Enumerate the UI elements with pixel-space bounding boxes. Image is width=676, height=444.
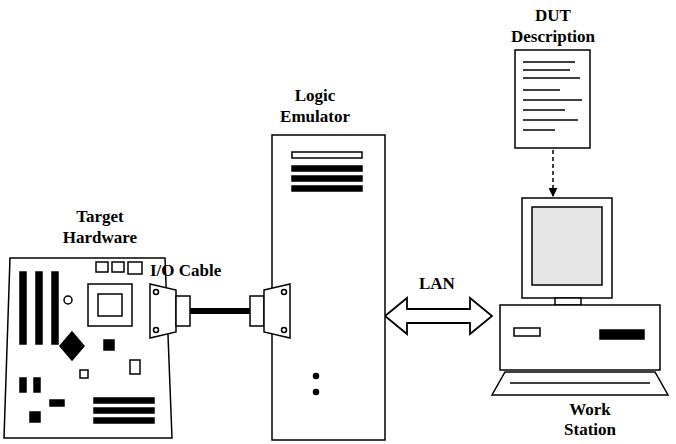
equipment-node: Work Station: [492, 198, 668, 396]
equipment-node: DUT Description: [515, 50, 590, 148]
edge-label: LAN: [419, 274, 455, 294]
cable-plug: [150, 284, 190, 338]
cable-plug: [250, 284, 290, 338]
equipment-node: Target Hardware: [5, 252, 172, 440]
motherboard-drawing: [4, 258, 172, 438]
node-heading: DUT Description: [503, 6, 603, 47]
lan-arrow: [385, 298, 492, 334]
flow-arrow: [552, 150, 554, 196]
node-heading: Target Hardware: [55, 207, 145, 248]
document-sheet: [515, 50, 590, 148]
workstation-computer: [492, 198, 668, 395]
node-heading: Work Station: [552, 400, 628, 441]
equipment-node: Logic Emulator: [272, 135, 385, 440]
node-heading: Logic Emulator: [273, 86, 357, 127]
edge-label: I/O Cable: [150, 261, 221, 281]
